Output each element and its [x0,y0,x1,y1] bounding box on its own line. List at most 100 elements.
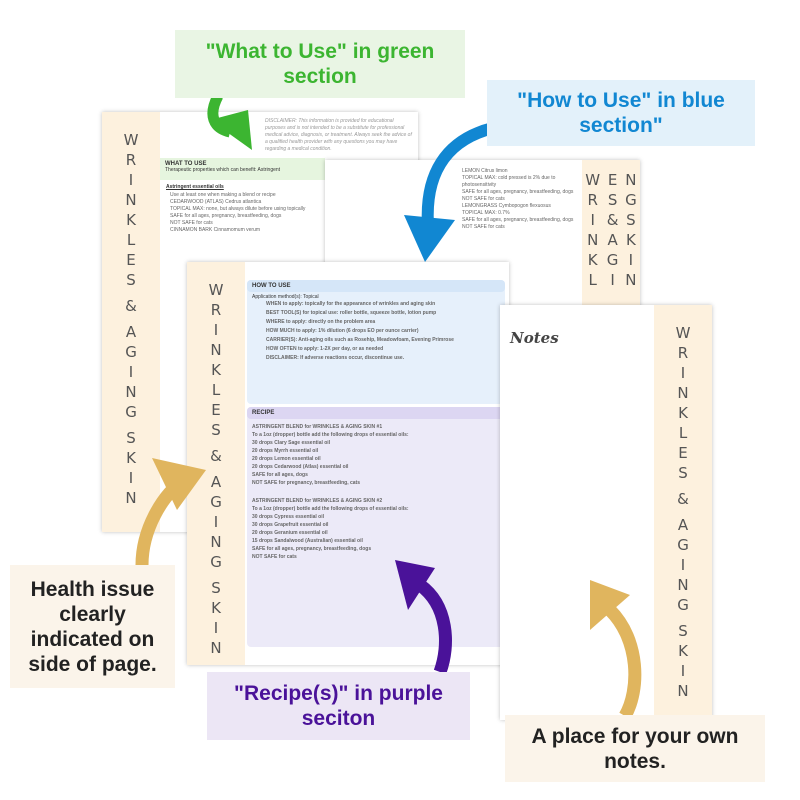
side-letter: I [213,513,219,531]
disclaimer: DISCLAIMER: This information is provided… [265,118,412,152]
side-letter: G [677,536,689,554]
side-letter: E [607,171,618,189]
side-letter: & [210,447,222,465]
text-line: NOT SAFE for cats [252,554,297,560]
side-letter: W [675,324,691,342]
what-to-use-section: WHAT TO USE Therapeutic properties which… [160,158,325,180]
side-letter: R [587,191,598,209]
text-line: 30 drops Grapefruit essential oil [252,522,329,528]
side-letter: N [210,639,222,657]
side-letter: N [677,576,689,594]
text-line: 15 drops Sandalwood (Australian) essenti… [252,538,363,544]
side-letter: S [607,191,618,209]
side-letter: & [606,211,619,229]
side-letter: K [126,211,136,229]
text-line: To a 1oz (dropper) bottle add the follow… [252,432,409,438]
side-letter: L [211,381,221,399]
side-letter: N [677,682,689,700]
callout-health-issue: Health issue clearly indicated on side o… [10,565,175,688]
side-letter: A [607,231,618,249]
text-line: WHERE to apply: directly on the problem … [266,319,376,325]
side-letter: L [588,271,597,289]
callout-how-to-use: "How to Use" in blue section" [487,80,755,146]
how-sub: Application method(s): Topical [252,294,319,300]
side-letter: N [625,171,637,189]
text-line: ASTRINGENT BLEND for WRINKLES & AGING SK… [252,424,383,430]
side-letter: S [126,429,136,447]
text-line: TOPICAL MAX: cold pressed is 2% due to p… [462,175,556,188]
text-line: NOT SAFE for cats [170,220,213,226]
side-letter: K [211,361,221,379]
text-line: 20 drops Lemon essential oil [252,456,321,462]
side-letter: K [587,251,598,269]
side-letter: N [625,271,637,289]
text-line: ASTRINGENT BLEND for WRINKLES & AGING SK… [252,498,383,504]
side-letter: & [677,490,689,508]
side-letter: W [208,281,224,299]
how-to-use-section: HOW TO USE Application method(s): Topica… [247,280,505,404]
side-letter: S [126,271,136,289]
text-line: LEMONGRASS Cymbopogon flexuosus [462,203,551,209]
side-letter: I [680,662,686,680]
side-letter: K [126,449,136,467]
side-letter: G [210,493,222,511]
side-letter: L [678,424,688,442]
text-line: BEST TOOL(S) for topical use: roller bot… [266,310,437,316]
text-line: NOT SAFE for cats [462,196,505,202]
text-line: 30 drops Clary Sage essential oil [252,440,331,446]
text-line: NOT SAFE for cats [462,224,505,230]
text-line: WHEN to apply: topically for the appeara… [266,301,436,307]
text-line: SAFE for all ages, dogs [252,472,308,478]
purple-arrow-icon [395,560,452,675]
recipe-section: RECIPE ASTRINGENT BLEND for WRINKLES & A… [247,407,505,647]
how-title: HOW TO USE [247,280,505,292]
side-letter: I [128,171,134,189]
side-letter: G [606,251,619,269]
side-letter: K [678,642,688,660]
side-letter: S [211,421,221,439]
side-letter: N [125,489,137,507]
side-letter: K [678,404,688,422]
green-arrow-icon [207,93,252,150]
what-title: WHAT TO USE [165,161,207,167]
side-letter: W [123,131,139,149]
side-letter: A [125,323,137,341]
side-letter: W [585,171,601,189]
oils-title: Astringent essential oils [166,184,224,190]
side-letter: R [125,151,137,169]
side-letter: S [626,211,636,229]
callout-notes: A place for your own notes. [505,715,765,782]
side-letter: L [126,231,136,249]
side-letter: I [128,469,134,487]
what-sub: Therapeutic properties which can benefit… [165,167,281,173]
oil-list: Use at least one when making a blend or … [170,192,320,234]
side-letter: R [210,301,222,319]
side-letter: K [625,231,636,249]
text-line: Use at least one when making a blend or … [170,192,276,198]
side-letter: A [677,516,689,534]
how-lines: WHEN to apply: topically for the appeara… [266,300,500,363]
notes-title: Notes [510,329,559,347]
tan-arrow-left-icon [135,458,206,566]
text-line: CARRIER(S): Anti-aging oils such as Rose… [266,337,454,343]
text-line: DISCLAIMER: If adverse reactions occur, … [266,355,405,361]
text-line: To a 1oz (dropper) bottle add the follow… [252,506,409,512]
side-letter: N [210,533,222,551]
text-line: SAFE for all ages, pregnancy, breastfeed… [252,546,372,552]
recipe-title: RECIPE [247,407,505,419]
text-line: CINNAMON BARK Cinnamomum verum [170,227,261,233]
tan-arrow-right-icon [590,580,642,720]
side-letter: I [680,556,686,574]
text-line: SAFE for all ages, pregnancy, breastfeed… [462,217,574,223]
side-letter: R [677,344,689,362]
side-letter: I [213,619,219,637]
side-letter: N [210,341,222,359]
side-letter: E [678,444,688,462]
callout-recipes: "Recipe(s)" in purple seciton [207,672,470,740]
